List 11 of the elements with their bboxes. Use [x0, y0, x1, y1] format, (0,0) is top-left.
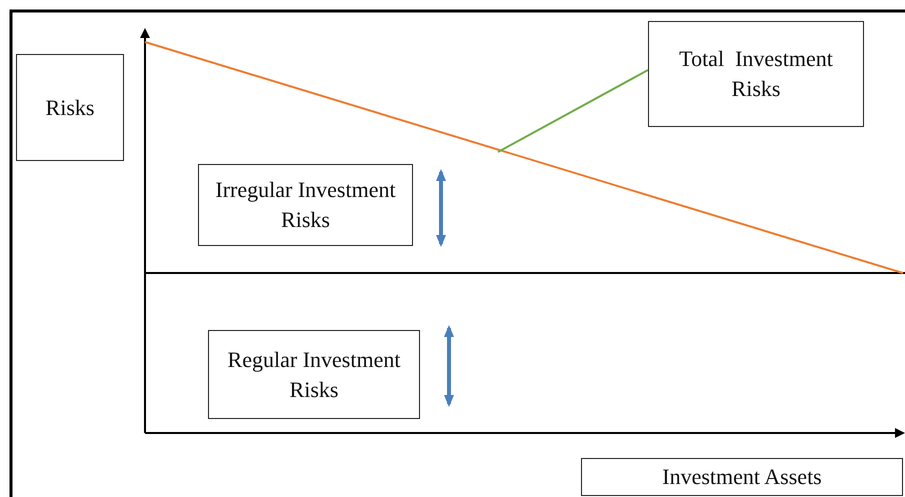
label-text: Risks — [46, 94, 94, 122]
label-text: Investment Assets — [662, 463, 822, 491]
label-text: Total Investment Risks — [678, 45, 834, 103]
label-box — [16, 54, 124, 161]
leader-line — [498, 69, 648, 153]
label-box — [648, 21, 864, 127]
axis-title-box — [581, 458, 903, 496]
label-box — [208, 330, 420, 419]
trend-line — [144, 41, 904, 274]
label-text: Regular Investment Risks — [226, 346, 402, 404]
label-text: Irregular Investment Risks — [214, 176, 397, 234]
